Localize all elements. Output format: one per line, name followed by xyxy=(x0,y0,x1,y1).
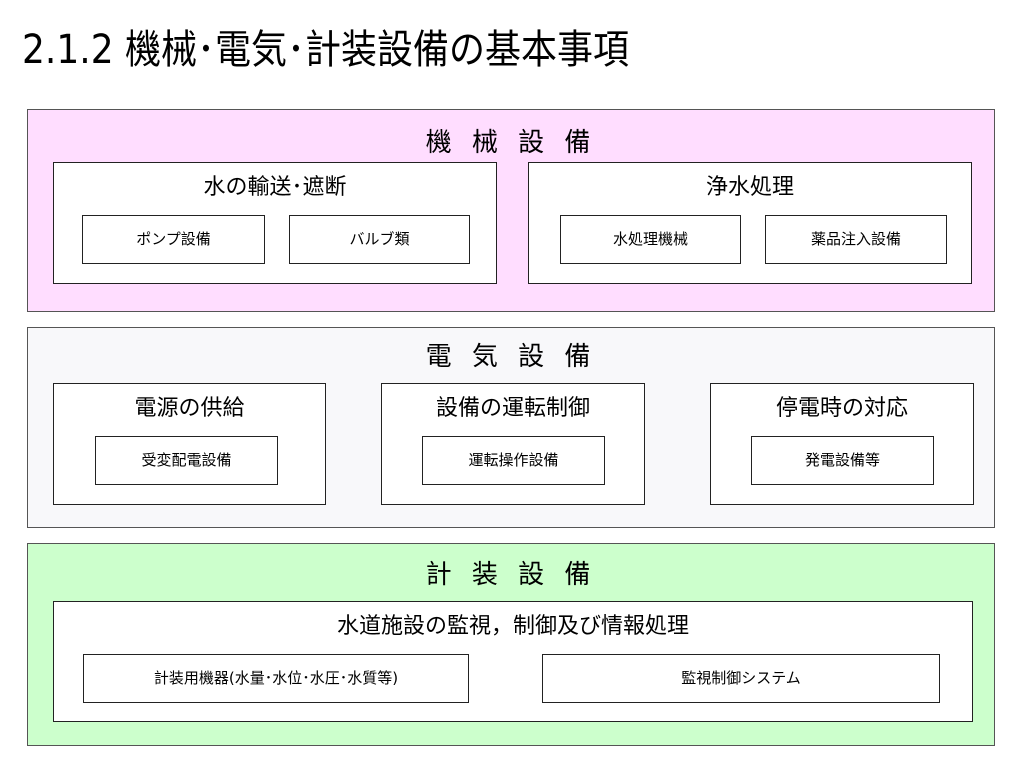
treatment-machinery-box: 水処理機械 xyxy=(560,215,741,264)
operation-control-group: 設備の運転制御 運転操作設備 xyxy=(381,383,645,505)
electrical-section-title: 電 気 設 備 xyxy=(425,342,597,372)
instrumentation-section-title: 計 装 設 備 xyxy=(425,560,597,590)
monitoring-control-system-box: 監視制御システム xyxy=(542,654,940,703)
mechanical-section: 機 械 設 備 水の輸送･遮断 ポンプ設備 バルブ類 浄水処理 水処理機械 薬品… xyxy=(27,109,995,312)
power-supply-group: 電源の供給 受変配電設備 xyxy=(53,383,326,505)
monitoring-control-title: 水道施設の監視，制御及び情報処理 xyxy=(336,614,689,639)
water-treatment-group: 浄水処理 水処理機械 薬品注入設備 xyxy=(528,162,972,284)
water-transport-group: 水の輸送･遮断 ポンプ設備 バルブ類 xyxy=(53,162,497,284)
chemical-injection-box: 薬品注入設備 xyxy=(765,215,947,264)
substation-equipment-box: 受変配電設備 xyxy=(95,436,278,485)
monitoring-control-group: 水道施設の監視，制御及び情報処理 計装用機器(水量･水位･水圧･水質等) 監視制… xyxy=(53,601,973,722)
pump-equipment-box: ポンプ設備 xyxy=(82,215,265,264)
operation-equipment-box: 運転操作設備 xyxy=(422,436,605,485)
blackout-response-group: 停電時の対応 発電設備等 xyxy=(710,383,974,505)
instrumentation-section: 計 装 設 備 水道施設の監視，制御及び情報処理 計装用機器(水量･水位･水圧･… xyxy=(27,543,995,746)
operation-control-title: 設備の運転制御 xyxy=(435,396,590,421)
electrical-section: 電 気 設 備 電源の供給 受変配電設備 設備の運転制御 運転操作設備 停電時の… xyxy=(27,327,995,528)
generator-equipment-box: 発電設備等 xyxy=(751,436,934,485)
power-supply-title: 電源の供給 xyxy=(134,396,245,421)
water-transport-title: 水の輸送･遮断 xyxy=(203,175,347,200)
instrumentation-devices-box: 計装用機器(水量･水位･水圧･水質等) xyxy=(83,654,469,703)
page-title: 2.1.2 機械･電気･計装設備の基本事項 xyxy=(22,27,630,73)
valves-box: バルブ類 xyxy=(289,215,470,264)
blackout-response-title: 停電時の対応 xyxy=(775,396,908,421)
mechanical-section-title: 機 械 設 備 xyxy=(425,128,597,158)
water-treatment-title: 浄水処理 xyxy=(705,175,794,200)
